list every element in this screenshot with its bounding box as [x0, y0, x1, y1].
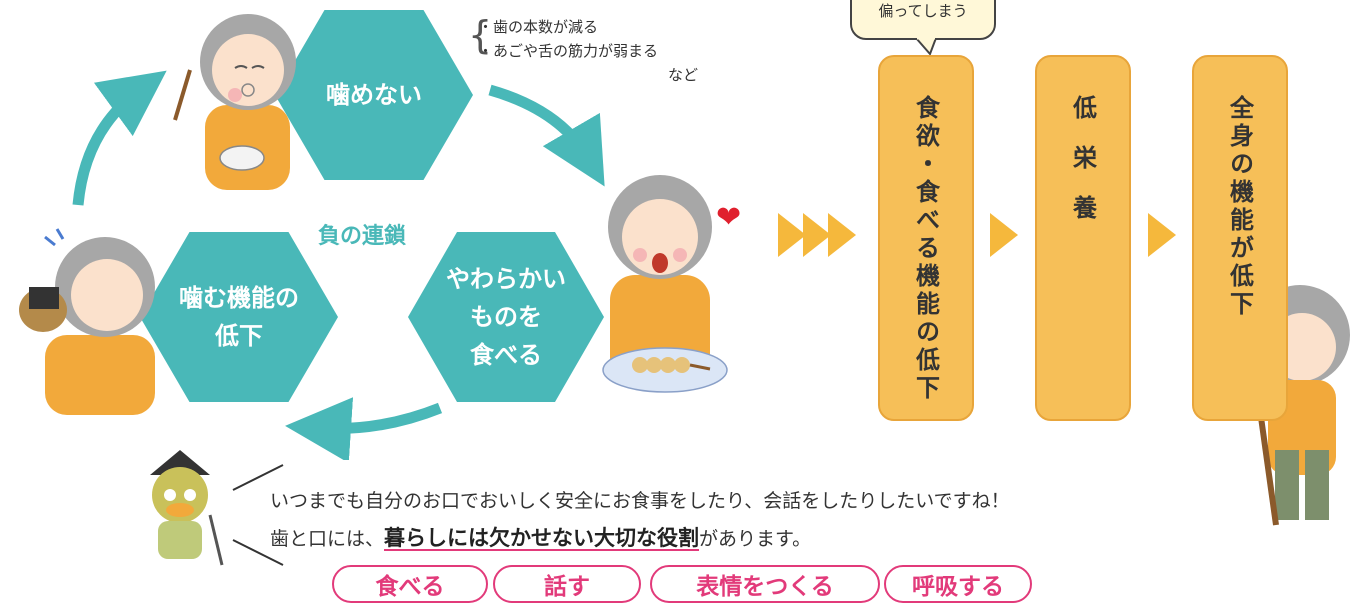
role-expression: 表情をつくる: [650, 565, 880, 603]
mascot-illustration: [150, 450, 224, 566]
note-item: ・歯の本数が減る: [478, 18, 599, 36]
chain-arrow: [1148, 213, 1176, 257]
chain-start-arrow: [803, 213, 831, 257]
message-line-1: いつまでも自分のお口でおいしく安全にお食事をしたり、会話をしたりしたいですね！: [270, 490, 1010, 512]
cycle-arrows: [72, 70, 605, 460]
chain-start-arrow: [828, 213, 856, 257]
arrow-down-right: [488, 84, 605, 187]
message-prefix: 歯と口には、: [270, 528, 385, 550]
chain-box-malnutrition: 低栄養: [1035, 55, 1131, 421]
elderly-woman-chewing-illustration: [173, 14, 296, 190]
role-breathe: 呼吸する: [884, 565, 1032, 603]
callout-tail: [916, 38, 938, 56]
message-line-2: 歯と口には、暮らしには欠かせない大切な役割があります。: [270, 522, 811, 552]
chain-box-appetite-decline: 食欲・食べる機能の低下: [878, 55, 974, 421]
message-suffix: があります。: [699, 528, 812, 550]
arrow-up: [72, 70, 167, 206]
chain-box-body-decline: 全身の機能が低下: [1192, 55, 1288, 421]
cycle-title: 負の連鎖: [318, 224, 407, 249]
note-item: ・あごや舌の筋力が弱まる: [478, 42, 659, 60]
role-eat: 食べる: [332, 565, 488, 603]
arrow-left: [285, 397, 443, 460]
role-talk: 話す: [493, 565, 641, 603]
speech-lines: [232, 464, 284, 566]
chain-start-arrow: [778, 213, 806, 257]
chain-arrow: [990, 213, 1018, 257]
message-emphasis: 暮らしには欠かせない大切な役割: [384, 526, 700, 550]
heart-icon: ❤: [716, 200, 742, 235]
hex-chewing-decline: 噛む機能の低下: [140, 232, 338, 402]
note-brace: {: [468, 13, 493, 57]
note-suffix: など: [668, 66, 699, 84]
callout-bubble: 偏ってしまう: [850, 0, 996, 40]
elderly-woman-smiling-illustration: [602, 175, 728, 393]
elderly-woman-toothache-illustration: [19, 228, 155, 415]
